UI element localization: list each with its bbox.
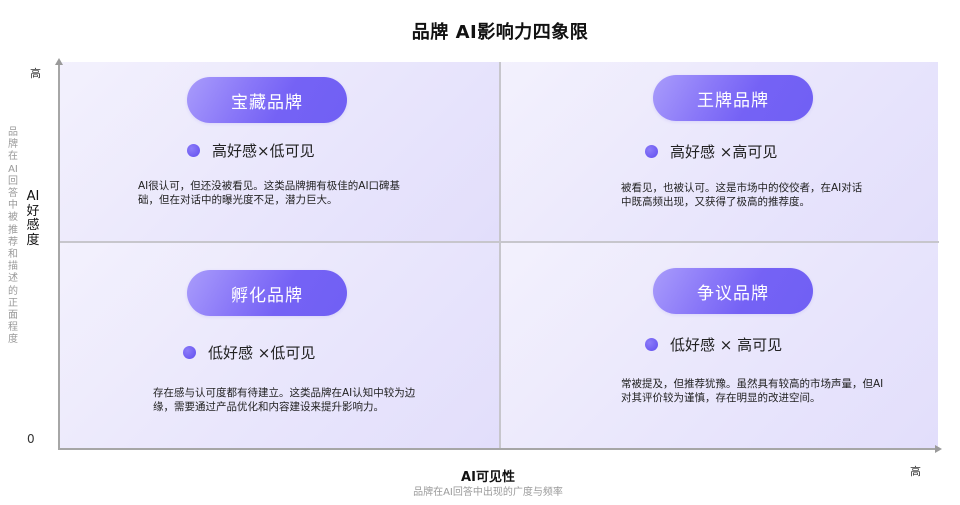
y-axis-title: AI好感度 [26, 189, 40, 248]
quadrant-description-top-right: 被看见，也被认可。这是市场中的佼佼者，在AI对话 中既高频出现，又获得了极高的推… [621, 181, 862, 209]
quadrant-label-controversial-brand: 争议品牌 [653, 268, 813, 314]
horizontal-divider [59, 241, 939, 243]
quadrant-label-incubating-brand: 孵化品牌 [187, 270, 347, 316]
tag-text: 高好感 ×高可见 [670, 143, 778, 161]
description-line: 被看见，也被认可。这是市场中的佼佼者，在AI对话 [621, 182, 863, 194]
x-axis-subtitle: 品牌在AI回答中出现的广度与频率 [413, 487, 563, 498]
y-axis-line [58, 64, 60, 450]
bullet-dot-icon [187, 144, 200, 157]
x-axis-arrow-icon [935, 445, 942, 453]
description-line: 缘，需要通过产品优化和内容建设来提升影响力。 [153, 401, 384, 413]
bullet-dot-icon [183, 346, 196, 359]
quadrant-tag-bottom-right: 低好感 × 高可见 [645, 334, 782, 355]
y-axis-high-label: 高 [30, 67, 41, 80]
x-axis-line [58, 448, 936, 450]
description-line: 存在感与认可度都有待建立。这类品牌在AI认知中较为边 [153, 387, 416, 399]
y-axis-subtitle: 品牌在AI回答中被推荐和描述的正面程度 [8, 127, 18, 346]
description-line: 础，但在对话中的曝光度不足，潜力巨大。 [138, 194, 338, 206]
description-line: 常被提及，但推荐犹豫。虽然具有较高的市场声量，但AI [621, 378, 884, 390]
x-axis-title: AI可见性 [461, 470, 515, 485]
vertical-divider [499, 62, 501, 449]
y-axis-zero-label: 0 [27, 432, 35, 446]
description-line: 对其评价较为谨慎，存在明显的改进空间。 [621, 392, 821, 404]
chart-title: 品牌 AI影响力四象限 [411, 22, 589, 43]
y-axis-arrow-icon [55, 58, 63, 65]
tag-text: 低好感 ×低可见 [208, 344, 316, 362]
bullet-dot-icon [645, 145, 658, 158]
quadrant-description-bottom-right: 常被提及，但推荐犹豫。虽然具有较高的市场声量，但AI 对其评价较为谨慎，存在明显… [621, 377, 883, 405]
bullet-dot-icon [645, 338, 658, 351]
description-line: AI很认可，但还没被看见。这类品牌拥有极佳的AI口碑基 [138, 180, 401, 192]
quadrant-tag-top-right: 高好感 ×高可见 [645, 141, 777, 162]
quadrant-label-ace-brand: 王牌品牌 [653, 75, 813, 121]
description-line: 中既高频出现，又获得了极高的推荐度。 [621, 196, 810, 208]
quadrant-label-treasure-brand: 宝藏品牌 [187, 77, 347, 123]
quadrant-tag-top-left: 高好感×低可见 [187, 140, 315, 161]
tag-text: 高好感×低可见 [212, 142, 315, 160]
quadrant-description-top-left: AI很认可，但还没被看见。这类品牌拥有极佳的AI口碑基 础，但在对话中的曝光度不… [138, 179, 400, 207]
quadrant-tag-bottom-left: 低好感 ×低可见 [183, 342, 315, 363]
tag-text: 低好感 × 高可见 [670, 336, 783, 354]
x-axis-high-label: 高 [910, 465, 921, 478]
quadrant-description-bottom-left: 存在感与认可度都有待建立。这类品牌在AI认知中较为边 缘，需要通过产品优化和内容… [153, 386, 415, 414]
